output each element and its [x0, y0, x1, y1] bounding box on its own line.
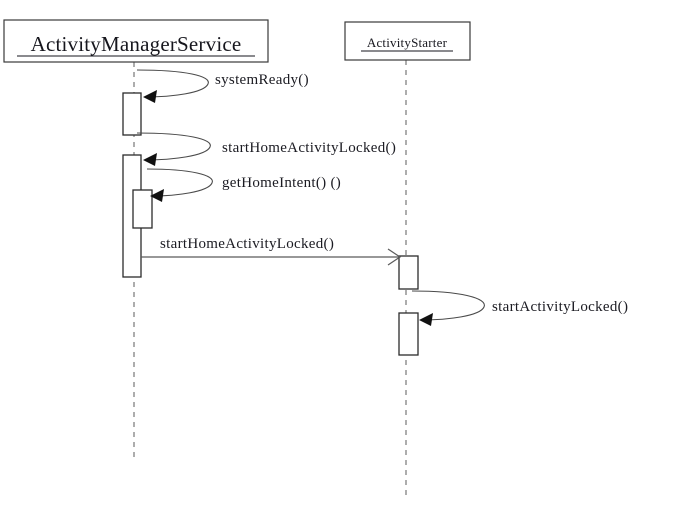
arrowhead-get-home-intent — [150, 189, 164, 202]
message-label-start-home-activity-locked-call: startHomeActivityLocked() — [160, 236, 334, 252]
message-label-system-ready: systemReady() — [215, 72, 309, 88]
arrowhead-start-home-activity-locked-self — [143, 153, 157, 166]
message-label-start-activity-locked: startActivityLocked() — [492, 299, 628, 315]
arrowhead-start-activity-locked — [419, 313, 433, 326]
participant-label-activity-starter: ActivityStarter — [367, 35, 448, 50]
participant-box-ams[interactable] — [3, 19, 269, 63]
message-start-activity-locked[interactable]: startActivityLocked() — [411, 290, 628, 326]
message-label-start-home-activity-locked-self: startHomeActivityLocked() — [222, 140, 396, 156]
message-start-home-activity-locked-self[interactable]: startHomeActivityLocked() — [136, 132, 396, 166]
participant-ams[interactable]: ActivityManagerService — [3, 19, 269, 63]
participant-box-activity-starter[interactable] — [344, 21, 471, 61]
activation-activity-starter-1 — [398, 255, 419, 290]
message-arrow-get-home-intent — [146, 168, 213, 197]
activation-ams-1 — [122, 92, 142, 136]
arrowhead-start-home-activity-locked-call — [387, 248, 402, 266]
participant-label-ams: ActivityManagerService — [31, 32, 242, 56]
activation-ams-3-nested — [132, 189, 153, 229]
message-get-home-intent[interactable]: getHomeIntent() () — [146, 168, 341, 202]
arrowhead-system-ready — [143, 90, 157, 103]
message-label-get-home-intent: getHomeIntent() () — [222, 175, 341, 191]
lifelines-group — [133, 60, 407, 500]
message-arrow-system-ready — [136, 69, 209, 98]
message-arrow-start-home-activity-locked-self — [136, 132, 211, 161]
activation-bars-group — [122, 92, 419, 356]
participant-activity-starter[interactable]: ActivityStarter — [344, 21, 471, 61]
activation-activity-starter-2 — [398, 312, 419, 356]
message-system-ready[interactable]: systemReady() — [136, 69, 309, 103]
message-arrow-start-activity-locked — [411, 290, 485, 321]
message-start-home-activity-locked-call[interactable]: startHomeActivityLocked() — [141, 236, 402, 266]
